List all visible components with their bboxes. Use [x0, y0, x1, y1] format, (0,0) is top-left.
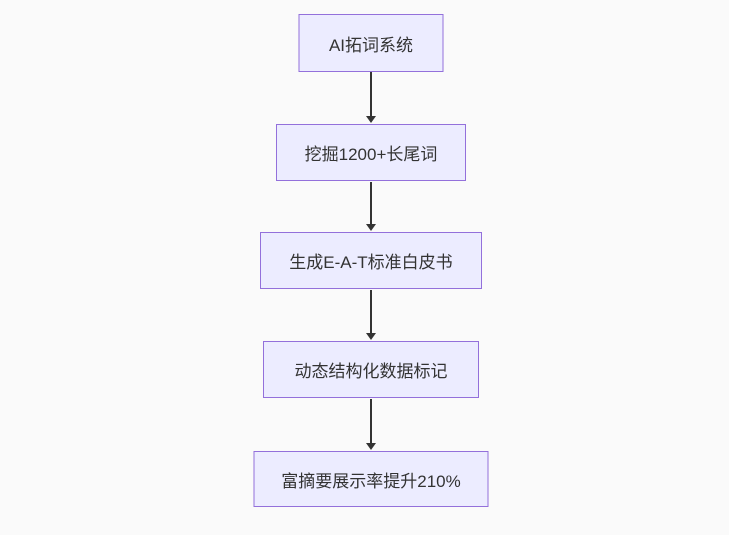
- arrow-head-icon: [366, 333, 376, 340]
- flow-arrow-1: [366, 72, 376, 123]
- node-label: 挖掘1200+长尾词: [304, 145, 438, 164]
- flow-arrow-2: [366, 182, 376, 231]
- arrow-head-icon: [366, 116, 376, 123]
- arrow-shaft: [370, 182, 372, 224]
- flow-arrow-4: [366, 399, 376, 450]
- arrow-shaft: [370, 72, 372, 116]
- arrow-shaft: [370, 399, 372, 443]
- node-label: 富摘要展示率提升210%: [281, 471, 461, 491]
- flowchart-node-ai-keyword-system: AI拓词系统: [298, 14, 444, 72]
- node-label: 生成E-A-T标准白皮书: [289, 253, 453, 272]
- flowchart-node-longtail-mining: 挖掘1200+长尾词: [276, 124, 466, 181]
- arrow-head-icon: [366, 443, 376, 450]
- flowchart-node-eat-whitepaper: 生成E-A-T标准白皮书: [260, 232, 482, 289]
- arrow-head-icon: [366, 224, 376, 231]
- flowchart-node-structured-data: 动态结构化数据标记: [263, 341, 479, 398]
- node-label: 动态结构化数据标记: [294, 362, 448, 381]
- arrow-shaft: [370, 290, 372, 333]
- flow-arrow-3: [366, 290, 376, 340]
- node-label: AI拓词系统: [328, 35, 414, 55]
- flowchart-node-rich-snippet-result: 富摘要展示率提升210%: [253, 451, 489, 507]
